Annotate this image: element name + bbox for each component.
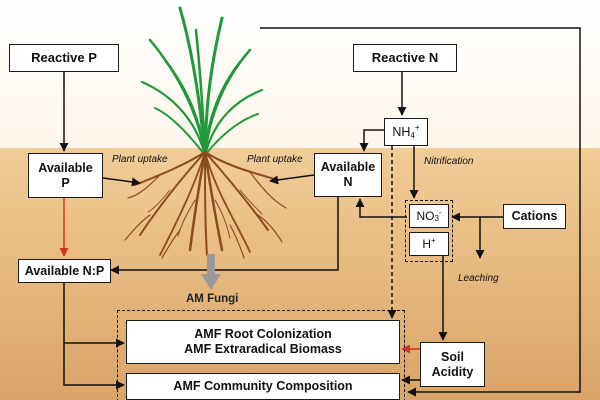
am-fungi-arrow [201, 254, 221, 290]
h-plus-base: H [422, 236, 431, 251]
available-n-line2: N [343, 175, 353, 189]
amf-community-box: AMF Community Composition [126, 373, 400, 400]
reactive-p-box: Reactive P [9, 44, 119, 72]
sky [0, 0, 600, 148]
arrow-available-n-to-np [110, 197, 339, 275]
available-n-box: Available N [314, 153, 382, 197]
leaching-label: Leaching [458, 273, 499, 284]
reactive-p-label: Reactive P [31, 50, 97, 66]
nh4-sup: + [414, 123, 420, 132]
nh4-base: NH [392, 124, 411, 139]
arrow-nh4-to-available-n [359, 129, 384, 152]
plant-uptake-right-label: Plant uptake [247, 154, 303, 165]
available-p-box: Available P [28, 153, 103, 198]
nh4-sub: 4 [410, 131, 415, 141]
no3-base: NO [416, 208, 435, 223]
no3-h-group [405, 200, 453, 262]
soil-acidity-line2: Acidity [431, 364, 474, 379]
am-fungi-label: AM Fungi [186, 293, 239, 305]
amf-root-line2: AMF Extraradical Biomass [184, 342, 342, 356]
amf-root-colonization-box: AMF Root Colonization AMF Extraradical B… [126, 320, 400, 364]
plant-roots [124, 150, 287, 259]
h-plus-sup: + [431, 236, 436, 245]
reactive-n-box: Reactive N [353, 44, 457, 72]
amf-root-line1: AMF Root Colonization [194, 327, 332, 341]
plant-leaves [140, 6, 264, 157]
available-n-line1: Available [320, 160, 376, 174]
no3-sup: - [438, 208, 442, 217]
h-plus-box: H+ [409, 232, 449, 256]
no3-sub: 3 [434, 214, 439, 224]
available-np-label: Available N:P [24, 263, 105, 278]
nitrification-label: Nitrification [424, 156, 474, 167]
arrow-no3-to-available-n [355, 198, 407, 218]
reactive-n-label: Reactive N [371, 50, 439, 66]
amf-community-label: AMF Community Composition [173, 379, 353, 393]
amf-group [117, 310, 405, 400]
available-p-line1: Available [38, 160, 93, 175]
arrow-reactive-n-loop [260, 27, 581, 397]
soil-acidity-line1: Soil [441, 349, 464, 364]
soil-acidity-box: Soil Acidity [420, 342, 485, 387]
arrow-p-plant-uptake [102, 177, 141, 187]
cations-label: Cations [511, 209, 558, 223]
plant-uptake-left-label: Plant uptake [112, 154, 168, 165]
arrow-np-to-community [63, 283, 125, 390]
arrow-n-plant-uptake [269, 174, 315, 185]
available-p-line2: P [61, 175, 70, 190]
available-np-box: Available N:P [18, 259, 111, 283]
cations-box: Cations [503, 204, 566, 229]
